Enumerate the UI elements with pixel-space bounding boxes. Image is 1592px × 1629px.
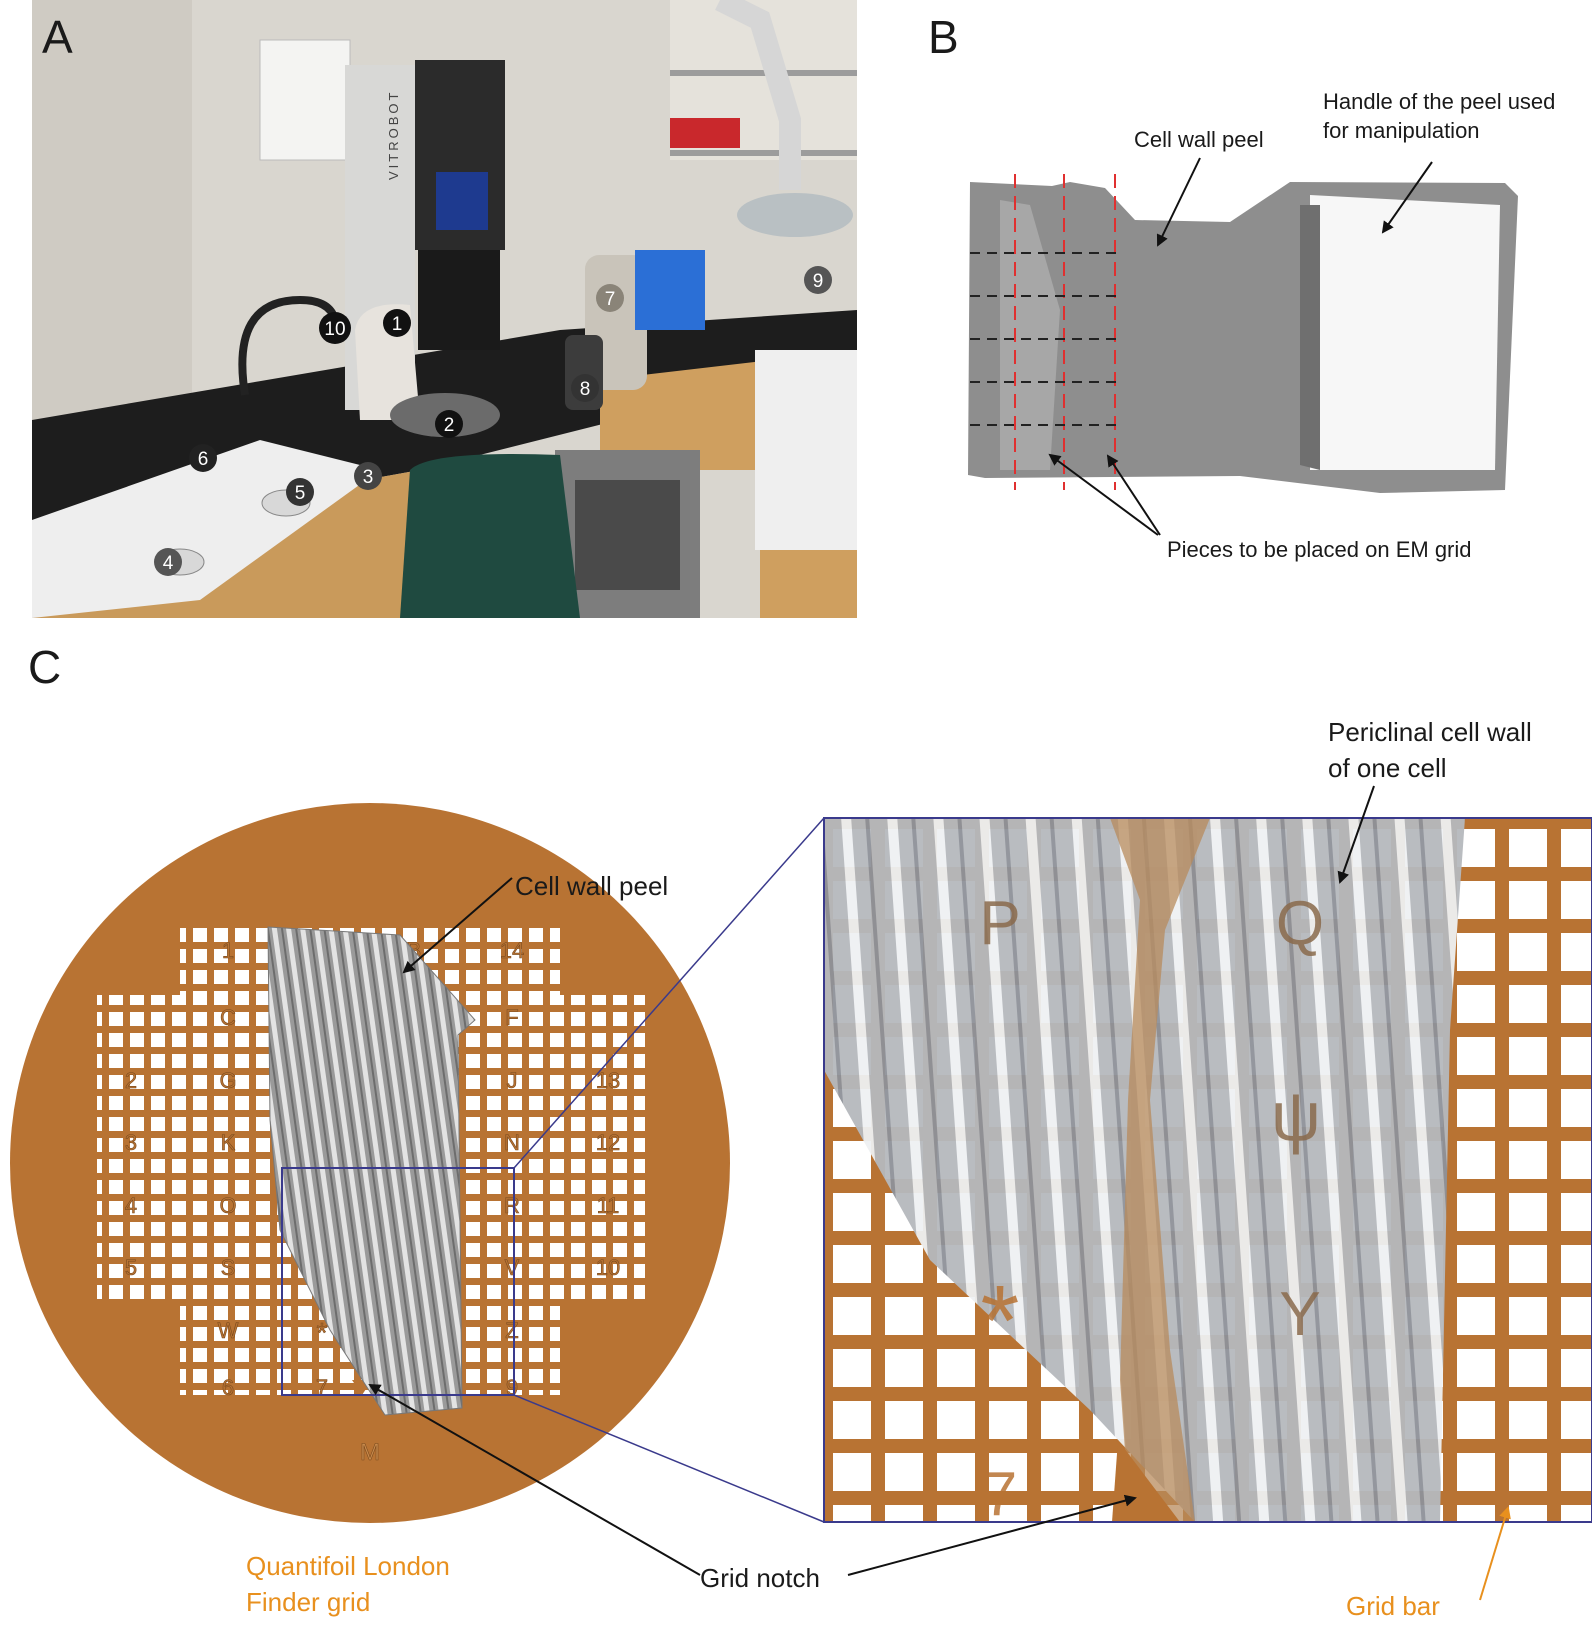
mark-4: 4 [125,1193,137,1218]
mark-14: 14 [500,938,524,963]
panel-b-arrows [1048,157,1433,536]
c-grid-name-line2: Finder grid [246,1587,371,1617]
marker-5-label: 5 [295,483,306,504]
cut-guides [970,174,1118,490]
panel-c-arrows [368,785,1375,1576]
mark-V: V [505,1255,520,1280]
peel-on-grid [267,926,476,1416]
peel-photo [968,182,1518,493]
mark-Z: Z [505,1318,518,1343]
grid-bar-arrow [1479,1506,1511,1601]
zoom-mark-7: 7 [983,1460,1017,1529]
panel-c-letter: C [28,641,62,693]
mark-K: K [221,1130,236,1155]
mark-5: 5 [125,1255,137,1280]
b-pieces-label: Pieces to be placed on EM grid [1167,537,1472,562]
zoom-inset: P Q ψ * Y 7 [823,817,1592,1529]
marker-5 [286,478,314,506]
c-periclinal-label-line1: Periclinal cell wall [1328,717,1532,747]
mark-11: 11 [597,1193,620,1218]
b-handle-label-line1: Handle of the peel used [1323,89,1556,114]
mark-J: J [507,1068,518,1093]
mark-M: M [360,1439,380,1466]
mark-O: O [219,1193,236,1218]
mark-R: R [504,1193,520,1218]
marker-6 [189,444,217,472]
vitrobot-label: VITROBOT [386,90,401,180]
zoom-region-outline [281,1167,515,1396]
mark-asterisk: * [317,1317,328,1348]
zoom-connector-bottom [513,1394,825,1523]
zoom-grid-bar-band [1110,818,1210,1522]
mark-G: G [219,1068,236,1093]
marker-1-label: 1 [392,314,403,335]
mark-7: 7 [316,1375,328,1400]
marker-7 [596,284,624,312]
b-cell-wall-peel-label: Cell wall peel [1134,127,1264,152]
zoom-mark-psi: ψ [1271,1077,1321,1155]
c-periclinal-label-line2: of one cell [1328,753,1447,783]
marker-1 [383,309,411,337]
marker-9-label: 9 [813,271,824,292]
b-handle-label-line2: for manipulation [1323,118,1480,143]
lab-photo [32,0,857,618]
zoom-mark-P: P [979,889,1020,958]
marker-4 [154,548,182,576]
zoom-mark-Y: Y [1279,1280,1320,1349]
mark-10: 10 [596,1255,620,1280]
mark-6: 6 [222,1375,234,1400]
marker-10 [319,312,351,344]
mark-F: F [505,1005,518,1030]
panel-a-letter: A [42,11,73,63]
mark-C: C [220,1005,236,1030]
marker-6-label: 6 [198,449,209,470]
mark-2: 2 [125,1068,137,1093]
marker-2 [435,410,463,438]
mark-S: S [221,1255,236,1280]
mark-1: 1 [222,938,234,963]
zoom-connector-top [513,817,825,1169]
zoom-frame [823,817,1592,1523]
c-cell-wall-peel-label: Cell wall peel [515,871,669,901]
panel-b-letter: B [928,11,959,63]
marker-9 [804,266,832,294]
c-grid-name-line1: Quantifoil London [246,1551,450,1581]
c-grid-notch-label: Grid notch [700,1563,820,1593]
marker-8-label: 8 [580,379,591,400]
mark-12: 12 [596,1130,620,1155]
grid-finder-marks: 1 B 14 C F 2 G J 13 3 K N 12 4 O R 11 5 … [125,938,621,1467]
mark-3: 3 [125,1130,137,1155]
photo-markers: 1 2 3 4 5 6 7 8 9 10 [154,266,832,576]
marker-7-label: 7 [605,289,616,310]
marker-10-label: 10 [324,319,345,340]
marker-3 [354,462,382,490]
marker-4-label: 4 [163,553,174,574]
zoom-mark-asterisk: * [981,1265,1020,1377]
c-grid-bar-label: Grid bar [1346,1591,1440,1621]
marker-2-label: 2 [444,415,455,436]
zoom-mark-Q: Q [1276,889,1324,958]
mark-9: 9 [506,1375,518,1400]
marker-3-label: 3 [363,467,374,488]
mark-N: N [504,1130,520,1155]
mark-W: W [218,1318,239,1343]
marker-8 [571,374,599,402]
